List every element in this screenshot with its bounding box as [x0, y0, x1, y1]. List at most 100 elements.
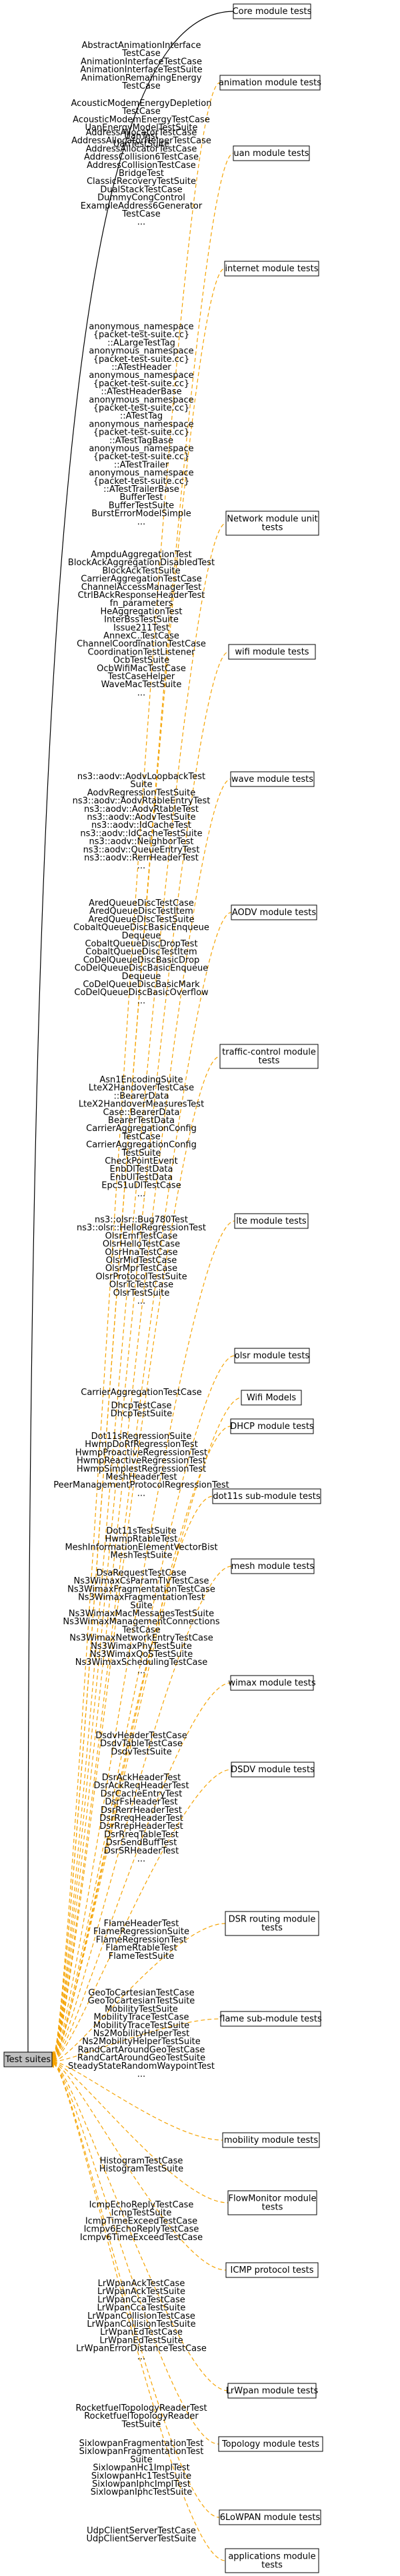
test-class-name[interactable]: Ns3WimaxCsParamTlvTestCase — [74, 1576, 209, 1586]
test-class-name[interactable]: ::ATestHeaderBase — [101, 387, 181, 397]
test-class-name[interactable]: {packet-test-suite.cc} — [93, 403, 190, 413]
node-dot11s[interactable]: dot11s sub-module tests — [212, 1488, 321, 1504]
node-box[interactable] — [219, 2509, 321, 2525]
test-class-name[interactable]: DsdvTestSuite — [111, 1747, 172, 1757]
test-class-name[interactable]: Dequeue — [122, 931, 161, 941]
test-class-name[interactable]: Ns2MobilityHelperTest — [93, 2029, 189, 2039]
test-class-name[interactable]: MeshInformationElementVectorBist — [65, 1542, 217, 1552]
test-class-name[interactable]: ... — [137, 861, 145, 871]
test-class-name[interactable]: DsrAckReqHeaderTest — [93, 1781, 189, 1791]
test-class-name[interactable]: OcbWifiMacTestCase — [97, 664, 186, 674]
test-class-name[interactable]: HistogramTestCase — [100, 2156, 183, 2166]
test-class-name[interactable]: AddressAllocatorTestCase — [86, 128, 197, 138]
test-class-name[interactable]: OlsrProtocolTestSuite — [95, 1272, 187, 1282]
node-box[interactable] — [230, 1675, 314, 1691]
node-box[interactable] — [234, 1348, 310, 1364]
test-class-name[interactable]: LrWpanErrorDistanceTestCase — [76, 2344, 207, 2354]
test-class-name[interactable]: anonymous_namespace — [89, 347, 193, 357]
test-class-name[interactable]: anonymous_namespace — [89, 419, 193, 429]
test-class-name[interactable]: UanTestSuite — [113, 139, 170, 149]
test-class-name[interactable]: Dot11sTestSuite — [106, 1526, 176, 1536]
test-class-name[interactable]: HeAggregationTest — [101, 607, 183, 617]
node-dsdv[interactable]: DSDV module tests — [231, 1762, 315, 1778]
node-box[interactable] — [219, 75, 321, 91]
node-mobility[interactable]: mobility module tests — [222, 2132, 320, 2148]
test-class-name[interactable]: ExampleAddress6Generator — [81, 201, 203, 211]
test-class-name[interactable]: AnnexC_TestCase — [103, 631, 179, 641]
node-internet[interactable]: internet module tests — [224, 261, 319, 277]
test-class-name[interactable]: DsrCacheEntryTest — [101, 1789, 183, 1799]
node-box[interactable] — [222, 2132, 320, 2148]
node-box[interactable] — [228, 644, 316, 660]
test-class-name[interactable]: OlsrTcTestCase — [109, 1280, 173, 1290]
test-class-name[interactable]: UdpClientServerTestSuite — [86, 2534, 196, 2544]
test-class-name[interactable]: BufferTestSuite — [109, 501, 174, 511]
test-class-name[interactable]: CtrlBAckResponseHeaderTest — [78, 591, 205, 601]
test-class-name[interactable]: BearerTestData — [108, 1116, 175, 1126]
test-class-name[interactable]: Dot11sRegressionSuite — [91, 1432, 192, 1442]
test-class-name[interactable]: ... — [137, 1189, 145, 1199]
test-class-name[interactable]: ClassicRecoveryTestSuite — [87, 177, 196, 187]
test-class-name[interactable]: DsdvTableTestCase — [100, 1739, 183, 1749]
node-flame[interactable]: flame sub-module tests — [219, 2011, 322, 2027]
test-class-name[interactable]: AbstractAnimationInterface — [81, 41, 201, 51]
test-class-name[interactable]: CobaltQueueDiscDropTest — [85, 939, 197, 949]
test-class-name[interactable]: Ns3WimaxPhyTestSuite — [91, 1642, 192, 1652]
test-class-name[interactable]: ::ATestTrailer — [114, 460, 169, 470]
node-box[interactable] — [225, 2262, 319, 2278]
test-class-name[interactable]: Suite — [130, 1601, 152, 1611]
test-class-name[interactable]: ... — [137, 217, 145, 227]
test-class-name[interactable]: anonymous_namespace — [89, 469, 193, 479]
node-box[interactable] — [231, 1558, 315, 1574]
test-class-name[interactable]: LrWpanCollisionTestCase — [87, 2311, 195, 2321]
node-mesh[interactable]: mesh module tests — [231, 1558, 315, 1574]
test-class-name[interactable]: PeerManagementProtocolRegressionTest — [53, 1480, 229, 1490]
test-class-name[interactable]: ::ALargeTestTag — [107, 338, 175, 348]
test-class-name[interactable]: RocketfuelTopologyReaderTest — [75, 2403, 207, 2413]
test-class-name[interactable]: ... — [137, 1488, 145, 1498]
test-class-name[interactable]: EnbUlTestData — [110, 1172, 173, 1182]
test-class-name[interactable]: RandCartAroundGeoTestSuite — [77, 2053, 205, 2063]
test-class-name[interactable]: CheckPointEvent — [105, 1156, 178, 1166]
test-class-name[interactable]: ... — [137, 517, 145, 527]
test-class-name[interactable]: {packet-test-suite.cc} — [93, 330, 190, 340]
test-class-name[interactable]: TestCase — [121, 1625, 160, 1635]
node-box[interactable] — [231, 1762, 315, 1778]
test-class-name[interactable]: ... — [137, 688, 145, 698]
node-lrwpan[interactable]: LrWpan module tests — [226, 2383, 319, 2399]
test-class-name[interactable]: OcbTestSuite — [113, 656, 169, 666]
test-class-name[interactable]: ... — [137, 2069, 145, 2079]
test-class-name[interactable]: Ns3WimaxQoSTestSuite — [90, 1650, 193, 1660]
test-class-name[interactable]: HwmpProactiveRegressionTest — [75, 1448, 207, 1458]
test-class-name[interactable]: ns3::aodv::AodvRtableTest — [84, 804, 199, 814]
test-class-name[interactable]: TestSuite — [121, 1148, 161, 1158]
test-class-name[interactable]: CobaltQueueDiscBasicEnqueue — [73, 923, 209, 933]
test-class-name[interactable]: anonymous_namespace — [89, 444, 193, 454]
node-box[interactable] — [227, 2383, 317, 2399]
test-class-name[interactable]: anonymous_namespace — [89, 395, 193, 405]
test-class-name[interactable]: FlameRegressionTest — [96, 1935, 187, 1945]
test-class-name[interactable]: HwmpRtableTest — [105, 1534, 178, 1544]
test-class-name[interactable]: ... — [137, 1296, 145, 1306]
test-class-name[interactable]: BlockAckTestSuite — [102, 566, 180, 576]
test-class-name[interactable]: HwmpDoRfRegressionTest — [85, 1440, 198, 1450]
test-class-name[interactable]: {packet-test-suite.cc} — [93, 452, 190, 462]
test-class-name[interactable]: OlsrMidTestCase — [106, 1256, 177, 1266]
test-class-name[interactable]: LteX2HandoverMeasuresTest — [79, 1100, 204, 1110]
node-box[interactable] — [212, 1488, 321, 1504]
test-class-name[interactable]: Icmpv6TimeExceedTestCase — [80, 2233, 203, 2243]
test-class-name[interactable]: DsrFsHeaderTest — [105, 1798, 177, 1808]
test-class-name[interactable]: IcmpTimeExceedTestCase — [85, 2216, 197, 2226]
node-box[interactable] — [225, 511, 319, 536]
test-class-name[interactable]: IcmpTestSuite — [111, 2208, 172, 2218]
test-class-name[interactable]: RandCartAroundGeoTestCase — [78, 2045, 205, 2055]
test-class-name[interactable]: DummyCongControl — [97, 193, 185, 203]
node-box[interactable] — [233, 145, 310, 161]
test-class-name[interactable]: ::ATestTrailerBase — [103, 485, 179, 495]
test-class-name[interactable]: Case::BearerData — [103, 1108, 180, 1118]
test-class-name[interactable]: {packet-test-suite.cc} — [93, 428, 190, 438]
node-box[interactable] — [230, 771, 315, 787]
node-box[interactable] — [219, 1044, 319, 1069]
